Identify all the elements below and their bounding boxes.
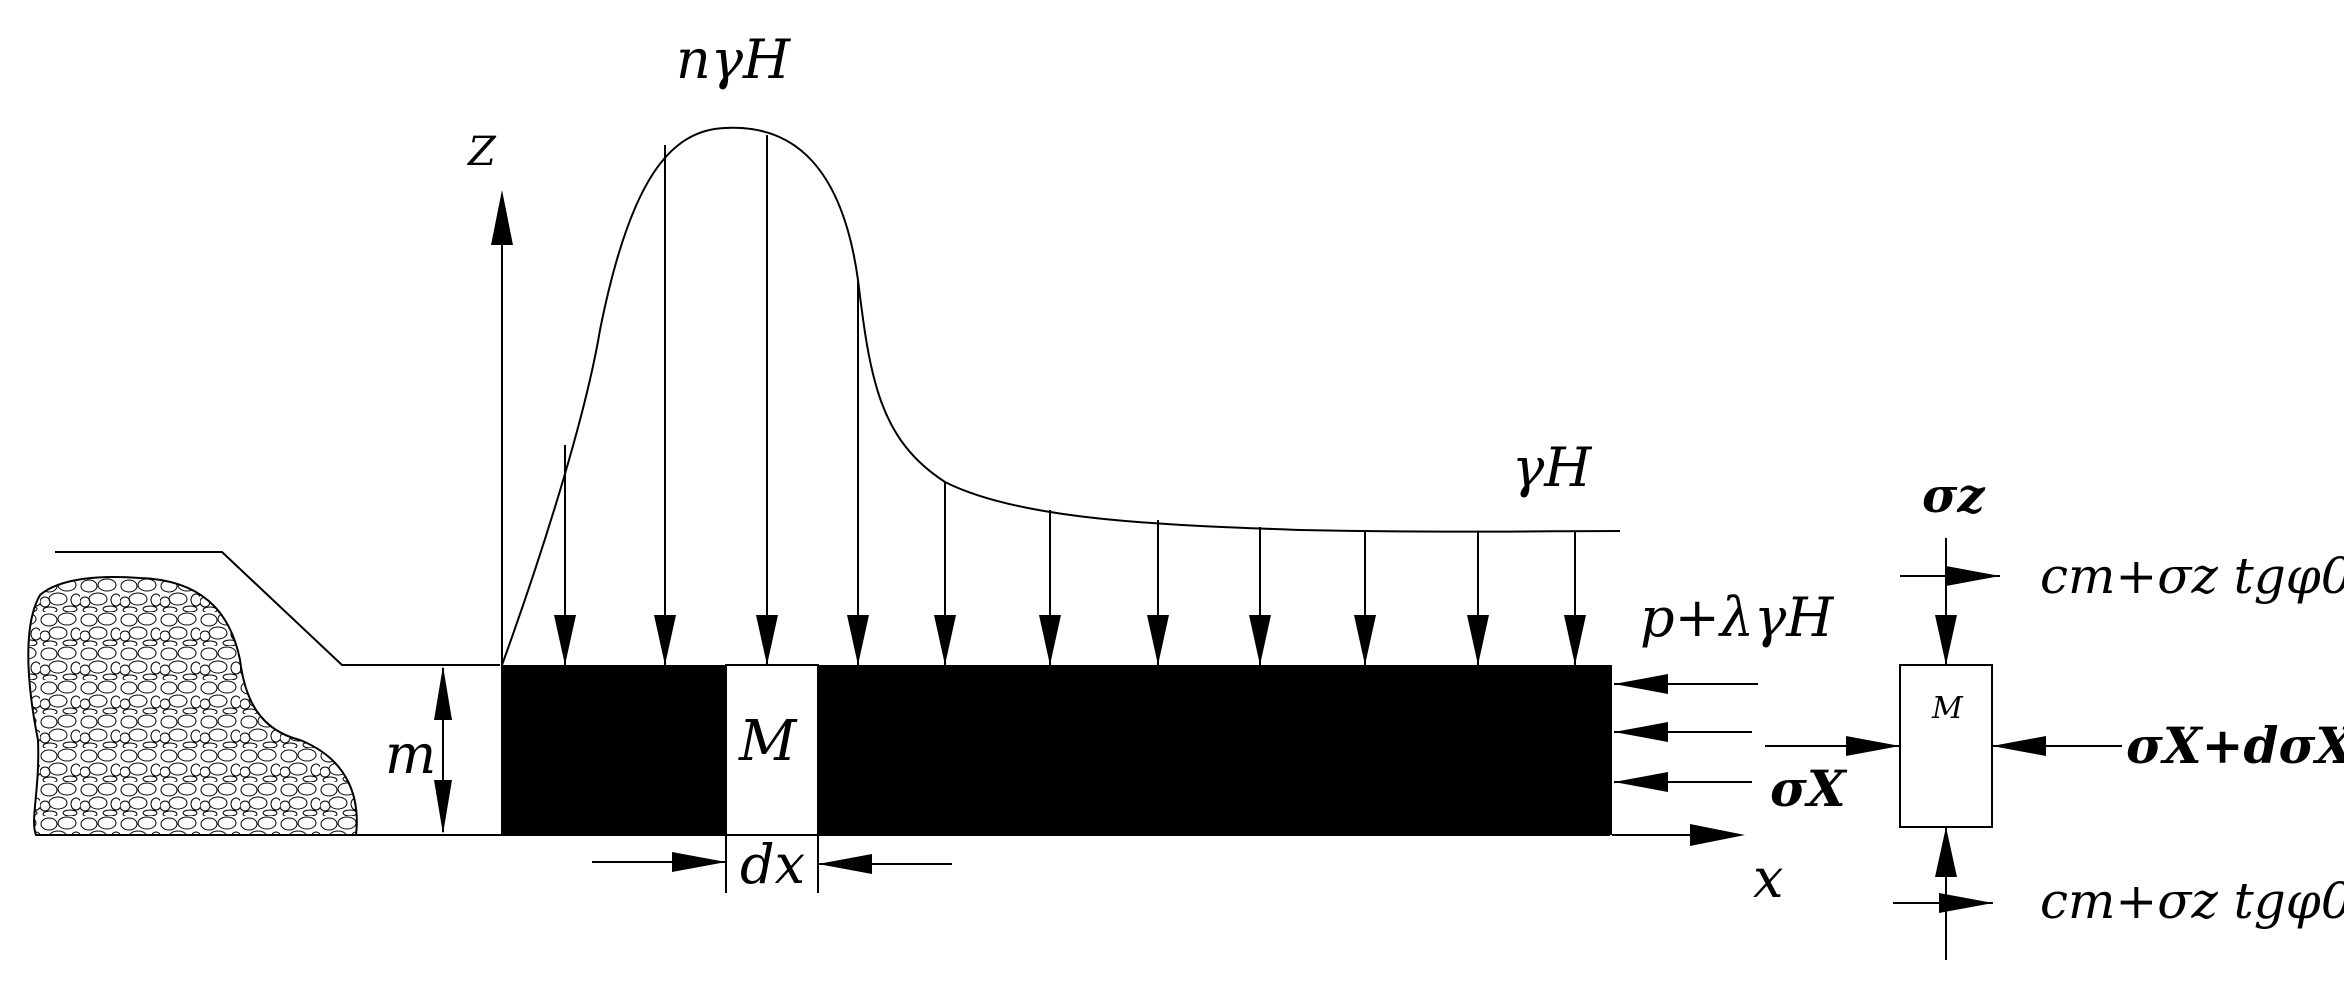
shear-bottom-label: cm+σz tgφ0 (2040, 872, 2344, 930)
load-arrows (554, 135, 1586, 665)
free-body-element (1899, 664, 1993, 828)
element-width-label: dx (740, 833, 805, 896)
coal-seam-left (502, 665, 726, 835)
seam-height-arrow-bottom (434, 780, 452, 834)
goaf-rubble (27, 576, 358, 836)
peak-stress-label: nγH (676, 28, 791, 91)
abutment-stress-curve (501, 126, 1621, 666)
sigma-x-plus-label: σX+dσX (2126, 716, 2344, 775)
x-axis-arrowhead (1690, 824, 1745, 846)
coal-seam-right (818, 665, 1612, 835)
shear-top-label: cm+σz tgφ0 (2040, 547, 2344, 605)
sigma-z-label: σz (1922, 468, 1986, 524)
element-label: M (738, 709, 798, 774)
far-stress-label: γH (1512, 436, 1592, 499)
seam-height-arrow-top (434, 666, 452, 720)
z-axis-label: Z (466, 129, 497, 175)
free-body-element-label: M (1931, 691, 1964, 726)
roadway-roof-line (55, 551, 500, 666)
element-m-box (725, 664, 819, 836)
side-pressure-label: p+λγH (1640, 586, 1834, 649)
seam-height-label: m (385, 723, 436, 786)
x-axis-label: x (1753, 847, 1783, 910)
side-pressure-arrows (1614, 674, 1758, 792)
sigma-x-label: σX (1770, 759, 1848, 818)
z-axis-arrowhead (491, 190, 513, 245)
